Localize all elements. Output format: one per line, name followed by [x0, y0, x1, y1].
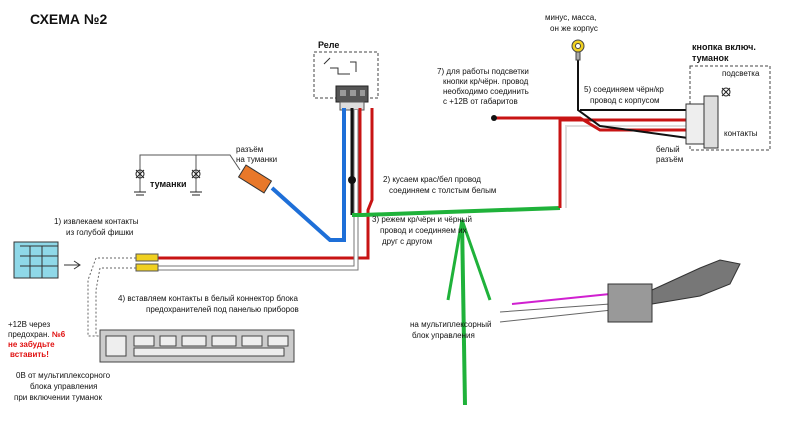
step5-line1: 5) соединяем чёрн/кр [584, 85, 664, 94]
pin-1 [135, 253, 159, 262]
step7-line3: необходимо соединить [443, 87, 529, 96]
step3-line2: провод и соединяем их [380, 226, 467, 235]
diagram-title: СХЕМА №2 [30, 11, 108, 27]
black-ground-wire [577, 60, 689, 139]
step1-line1: 1) извлекаем контакты [54, 217, 139, 226]
junction-dot [348, 176, 356, 184]
fog-connector [237, 164, 273, 194]
mux-note-line1: на мультиплексорный [410, 320, 492, 329]
zero-note-line2: блока управления [30, 382, 97, 391]
relay-label: Реле [318, 40, 339, 50]
green-wire-down [460, 219, 467, 406]
fuse-block [99, 329, 295, 363]
step7-line2: кнопки кр/чёрн. провод [443, 77, 529, 86]
blue-connector-block [13, 241, 59, 279]
fuse-note-warning-2: вставить! [10, 350, 49, 359]
dashed-route [87, 257, 136, 337]
fog-light-left [134, 169, 146, 196]
step2-line1: 2) кусаем крас/бел провод [383, 175, 481, 184]
white-wire [150, 110, 358, 270]
fog-connector-label-1: разъём [236, 145, 263, 154]
blue-wire [270, 108, 346, 242]
ground-label-1: минус, масса, [545, 13, 596, 22]
fog-button-title-1: кнопка включ. [692, 42, 756, 52]
fuse-note-line1: +12В через [8, 320, 50, 329]
white-connector-label-1: белый [656, 145, 680, 154]
step7-line4: с +12В от габаритов [443, 97, 518, 106]
step1-line2: из голубой фишки [66, 228, 133, 237]
mux-note-line2: блок управления [412, 331, 475, 340]
fog-lights-label: туманки [150, 179, 187, 189]
fog-button-title-2: туманок [692, 53, 729, 63]
fuse-note-line2: предохран. №6 [8, 330, 66, 339]
step7-line1: 7) для работы подсветки [437, 67, 529, 76]
contacts-label: контакты [724, 129, 758, 138]
step4-line2: предохранителей под панелью приборов [146, 305, 299, 314]
fuse-note-warning-1: не забудьте [8, 340, 55, 349]
red-wire-relay [150, 108, 374, 260]
zero-note-line3: при включении туманок [14, 393, 102, 402]
step3-line3: друг с другом [382, 237, 432, 246]
zero-note-line1: 0В от мультиплексорного [16, 371, 111, 380]
red-black-wire [558, 118, 688, 208]
step5-line2: провод с корпусом [590, 96, 660, 105]
backlight-label: подсветка [722, 69, 760, 78]
fog-button-connector [685, 87, 731, 149]
relay [313, 51, 379, 111]
ground-eyelet-icon [571, 39, 585, 61]
white-connector-label-2: разъём [656, 155, 683, 164]
step3-line1: 3) режем кр/чёрн и чёрный [372, 215, 472, 224]
green-arrow [446, 219, 492, 301]
stalk-switch-icon [499, 259, 741, 323]
green-wire-main [352, 206, 561, 217]
step2-line2: соединяем с толстым белым [389, 186, 496, 195]
fog-light-right [190, 169, 202, 196]
arrow-icon [64, 260, 81, 270]
fog-connector-label-2: на туманки [236, 155, 277, 164]
ground-label-2: он же корпус [550, 24, 598, 33]
red-wire-backlight [494, 116, 688, 132]
pin-2 [135, 263, 159, 272]
step4-line1: 4) вставляем контакты в белый коннектор … [118, 294, 298, 303]
